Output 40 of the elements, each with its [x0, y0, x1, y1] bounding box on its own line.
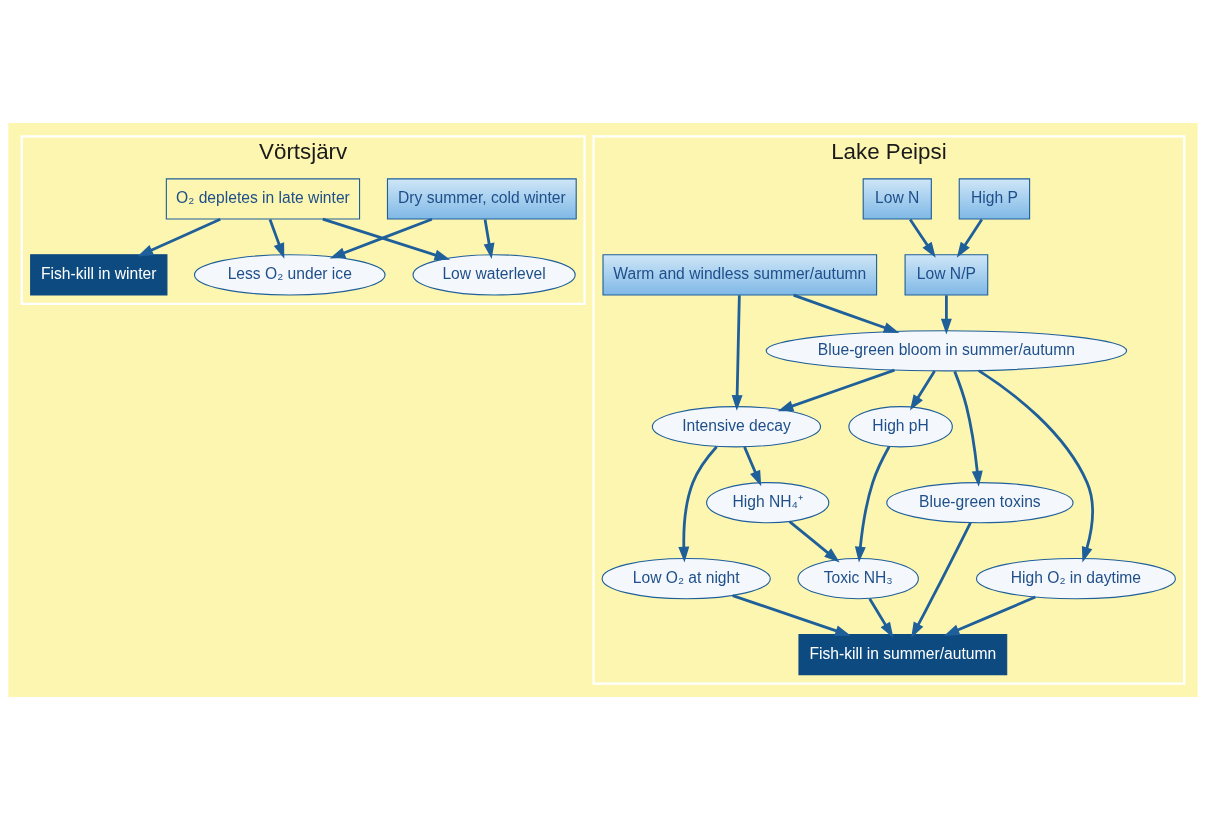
- node-box: Dry summer, cold winter: [386, 178, 577, 220]
- arrow: [978, 369, 1094, 563]
- arrow: [788, 520, 840, 563]
- node-box: Warm and windless summer/autumn: [602, 254, 878, 296]
- node-box: Low N/P: [904, 254, 989, 296]
- arrow: [909, 218, 936, 258]
- arrow: [868, 598, 894, 638]
- arrow: [940, 295, 952, 335]
- node-box: High P: [958, 178, 1031, 220]
- node-ellipse: High NH₄⁺: [706, 482, 830, 524]
- arrow: [483, 219, 495, 259]
- arrow: [909, 370, 936, 411]
- node-box: Fish-kill in summer/autumn: [798, 633, 1008, 676]
- node-ellipse: Toxic NH₃: [797, 557, 919, 600]
- node-ellipse: Intensive decay: [651, 406, 822, 448]
- arrow: [911, 522, 972, 638]
- arrow: [854, 445, 891, 563]
- node-ellipse: Low O₂ at night: [601, 557, 771, 600]
- arrow: [731, 295, 743, 411]
- node-ellipse: Low waterlevel: [412, 254, 576, 296]
- arrow: [732, 594, 851, 636]
- node-box: Low N: [862, 178, 932, 220]
- node-ellipse: Blue-green toxins: [886, 482, 1074, 524]
- node-ellipse: High O₂ in daytime: [975, 557, 1176, 600]
- node-ellipse: High pH: [848, 406, 953, 448]
- node-box: O₂ depletes in late winter: [165, 178, 361, 220]
- arrow: [137, 217, 221, 257]
- node-box: Fish-kill in winter: [30, 254, 168, 296]
- arrow: [777, 368, 895, 412]
- node-ellipse: Blue-green bloom in summer/autumn: [765, 330, 1128, 372]
- arrow: [793, 293, 900, 333]
- arrow: [329, 217, 433, 259]
- arrow: [943, 595, 1036, 636]
- arrow: [743, 446, 762, 487]
- arrow: [268, 218, 285, 259]
- arrow: [953, 370, 983, 487]
- node-ellipse: Less O₂ under ice: [193, 254, 386, 296]
- arrow: [322, 217, 451, 261]
- arrow: [956, 218, 983, 258]
- arrow: [678, 445, 718, 563]
